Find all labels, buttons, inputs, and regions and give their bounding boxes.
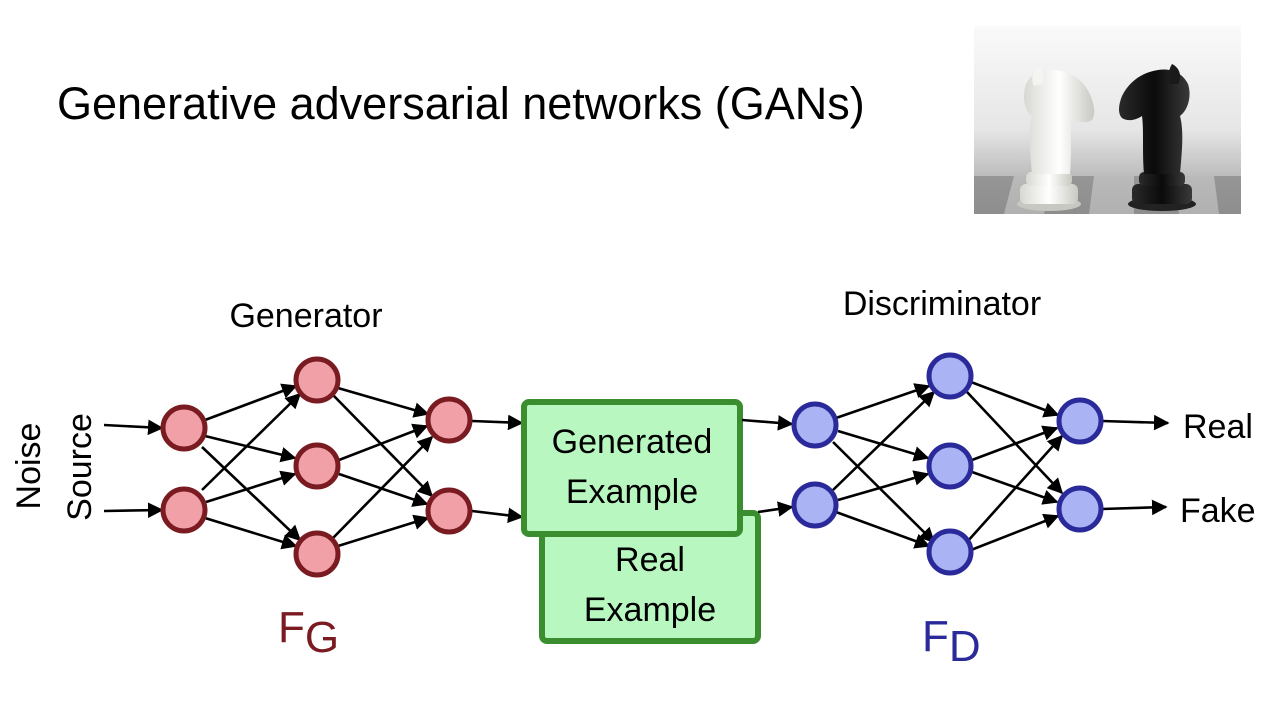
generator-edges [103,383,524,550]
discriminator-node [1056,397,1104,445]
generated-example-box: Generated Example [521,399,743,537]
generator-symbol: FG [278,603,339,662]
generator-node [293,442,341,490]
noise-label-line1: Noise [10,423,48,510]
discriminator-node [1056,485,1104,533]
slide-title: Generative adversarial networks (GANs) [57,78,865,129]
generator-node [293,530,341,578]
generator-symbol-main: F [278,603,305,652]
discriminator-nodes [791,352,1104,576]
discriminator-symbol: FD [922,612,981,671]
generator-node [160,404,208,452]
black-knight-icon [1119,64,1196,211]
fake-output-edge [1101,499,1168,516]
white-knight-icon [1017,66,1095,211]
generator-node [293,356,341,404]
discriminator-label: Discriminator [843,285,1041,323]
generated-box-line1: Generated [552,423,713,461]
noise-input-edge-2 [103,502,164,519]
real-output-edge [1101,414,1170,431]
generator-nodes [160,356,473,578]
generated-box-line2: Example [566,473,698,511]
discriminator-node [926,352,974,400]
discriminator-node [791,481,839,529]
discriminator-symbol-main: F [922,612,949,661]
generator-node [160,486,208,534]
real-example-box: Real Example [539,510,761,644]
discriminator-symbol-sub: D [949,622,981,671]
generator-node [425,396,473,444]
discriminator-edges [741,380,1170,552]
discriminator-node [926,442,974,490]
discriminator-node [791,401,839,449]
output-fake-label: Fake [1180,492,1256,530]
noise-label-line2: Source [61,413,99,521]
generator-node [425,487,473,535]
real-box-line1: Real [615,541,685,579]
output-real-label: Real [1183,408,1253,446]
discriminator-node [926,528,974,576]
chess-knights-image [974,26,1241,214]
generator-label: Generator [229,297,382,335]
real-box-line2: Example [584,591,716,629]
noise-input-edge-1 [103,419,164,436]
generator-symbol-sub: G [305,613,339,662]
